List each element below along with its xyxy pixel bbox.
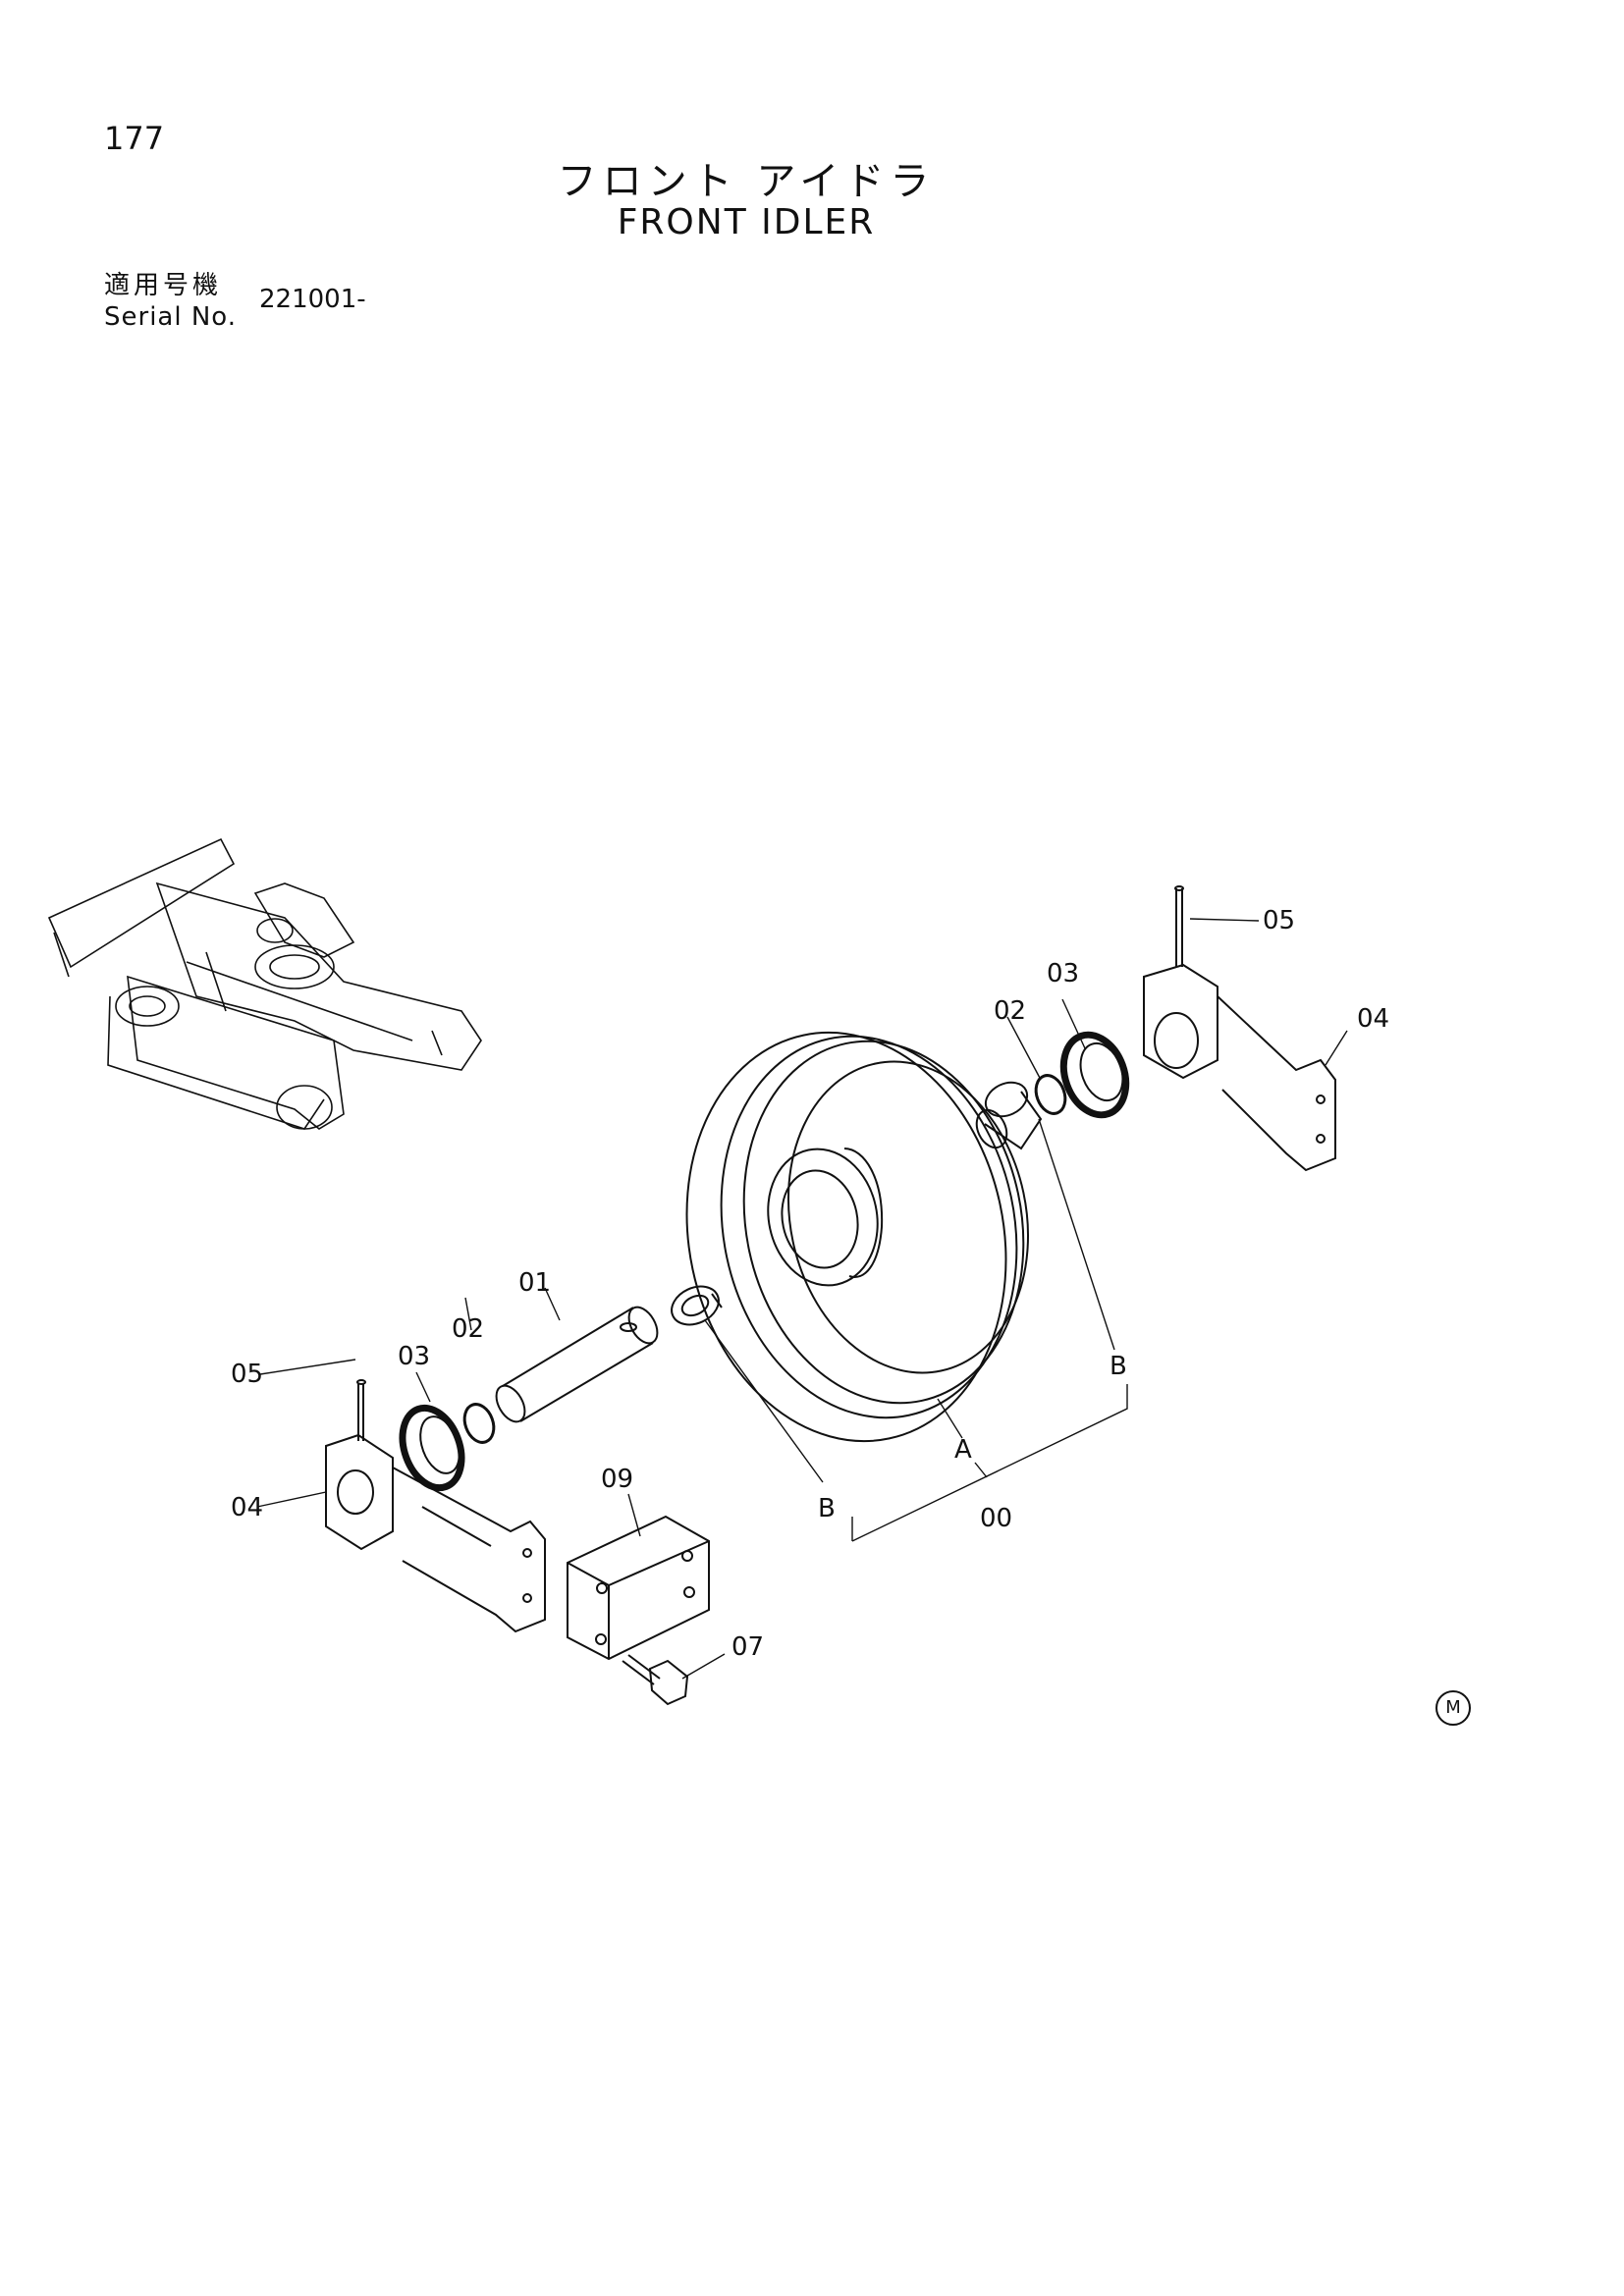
idler-wheel-drawing xyxy=(685,1031,1030,1443)
callout-04-left: 04 xyxy=(231,1493,263,1522)
right-support-bracket xyxy=(1143,885,1336,1172)
callout-07: 07 xyxy=(731,1632,764,1662)
machine-overview-sketch xyxy=(47,837,482,1130)
serial-value: 221001- xyxy=(259,285,366,314)
callout-00: 00 xyxy=(980,1504,1012,1533)
callout-02-left: 02 xyxy=(452,1314,484,1344)
callout-03-right: 03 xyxy=(1047,959,1079,988)
serial-label: Serial No. xyxy=(104,302,237,332)
reference-letter-b-right: B xyxy=(1110,1352,1127,1381)
callout-05-right: 05 xyxy=(1263,906,1295,935)
callout-05-left: 05 xyxy=(231,1360,263,1389)
callout-02-right: 02 xyxy=(994,996,1026,1026)
callout-01: 01 xyxy=(518,1268,551,1298)
reference-letter-b-left: B xyxy=(818,1494,836,1523)
page-number: 177 xyxy=(104,120,165,157)
callout-04-right: 04 xyxy=(1357,1004,1389,1034)
shaft-drawing xyxy=(495,1306,659,1423)
bushings xyxy=(671,1081,1043,1326)
left-support-bracket xyxy=(325,1379,546,1633)
registered-mark-icon: M xyxy=(1435,1690,1471,1726)
serial-label-japanese: 適用号機 xyxy=(104,271,223,300)
o-rings xyxy=(462,1074,1067,1444)
reference-letter-a: A xyxy=(954,1435,972,1465)
page-title: FRONT IDLER xyxy=(617,202,876,242)
floating-seals xyxy=(399,1031,1130,1492)
plate-drawing xyxy=(567,1515,710,1661)
leader-lines xyxy=(256,918,1348,1680)
bolt-drawing xyxy=(622,1654,689,1706)
callout-03-left: 03 xyxy=(398,1342,430,1371)
callout-09: 09 xyxy=(601,1465,633,1494)
callout-labels: 00 01 02 02 03 03 04 04 05 05 07 09 A B … xyxy=(231,906,1389,1662)
page-title-japanese: フロント アイドラ xyxy=(557,159,936,204)
